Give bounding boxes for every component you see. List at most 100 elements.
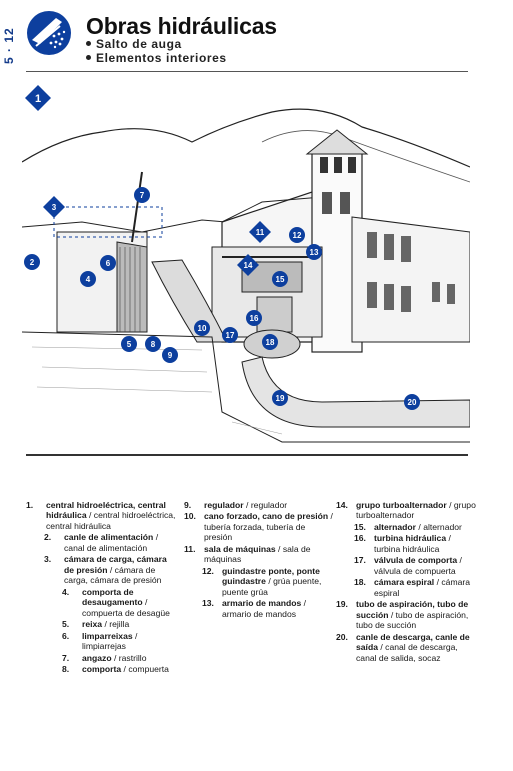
legend-translation: compuerta xyxy=(128,664,169,675)
legend-number: 4. xyxy=(62,586,70,597)
legend-number: 13. xyxy=(202,598,214,609)
marker-3: 3 xyxy=(43,196,65,218)
marker-4: 4 xyxy=(80,271,96,287)
legend-column-1: 1.central hidroeléctrica, central hidráu… xyxy=(26,500,176,676)
marker-8: 8 xyxy=(145,336,161,352)
legend-entry: 3.cámara de carga, cámara de presión / c… xyxy=(26,554,176,585)
legend-entry: 1.central hidroeléctrica, central hidráu… xyxy=(26,500,176,531)
legend-separator: / xyxy=(107,564,115,575)
legend-separator: / xyxy=(132,630,138,641)
marker-label: 4 xyxy=(86,275,91,284)
legend-entry: 20.canle de descarga, canle de saída / c… xyxy=(336,632,476,663)
legend-number: 8. xyxy=(62,664,70,675)
legend-term: grupo turboalternador xyxy=(356,500,447,510)
marker-2: 2 xyxy=(24,254,40,270)
legend-separator: / xyxy=(328,511,333,522)
legend-separator: / xyxy=(377,642,386,653)
legend-translation: grupo turboalternador xyxy=(356,500,476,521)
legend-term: alternador xyxy=(374,521,417,532)
legend-number: 2. xyxy=(44,532,52,543)
legend-number: 20. xyxy=(336,631,348,642)
legend-term: guindastre ponte, ponte guindastre xyxy=(222,565,320,587)
marker-label: 12 xyxy=(293,231,302,240)
marker-label: 15 xyxy=(276,275,285,284)
marker-label: 2 xyxy=(30,258,35,267)
legend-term: armario de mandos xyxy=(222,598,302,609)
subtitle-1: Salto de auga xyxy=(86,37,182,51)
legend-translation: válvula de compuerta xyxy=(374,565,456,576)
marker-label: 13 xyxy=(310,248,319,257)
page-title: Obras hidráulicas xyxy=(86,13,277,39)
marker-label: 19 xyxy=(276,394,285,403)
legend-separator: / xyxy=(457,555,462,566)
legend-number: 19. xyxy=(336,599,348,610)
legend-term: reixa xyxy=(82,619,103,630)
legend-translation: tubería forzada, tubería de presión xyxy=(204,521,306,543)
legend-translation: rastrillo xyxy=(118,652,147,663)
hydro-logo-icon xyxy=(27,11,71,55)
legend-separator: / xyxy=(111,652,119,663)
legend-term: cámara espiral xyxy=(374,577,435,588)
legend-entry: 17.válvula de comporta / válvula de comp… xyxy=(336,555,476,576)
legend-entry: 4.comporta de desaugamento / compuerta d… xyxy=(26,587,176,618)
legend-translation: sala de máquinas xyxy=(204,543,311,565)
marker-label: 5 xyxy=(127,340,132,349)
legend-separator: / xyxy=(102,619,110,630)
legend-separator: / xyxy=(153,532,159,543)
legend-term: canle de alimentación xyxy=(64,532,154,543)
legend-entry: 12.guindastre ponte, ponte guindastre / … xyxy=(184,566,334,597)
legend-term: tubo de aspiración, tubo de succión xyxy=(356,599,469,620)
marker-17: 17 xyxy=(222,327,238,343)
legend-entry: 6. limparreixas / limpiarrejas xyxy=(26,631,176,652)
marker-label: 16 xyxy=(250,314,259,323)
legend-number: 15. xyxy=(354,521,366,532)
legend-number: 12. xyxy=(202,565,214,576)
illustration-divider xyxy=(26,454,468,456)
legend-separator: / xyxy=(446,500,454,510)
marker-label: 10 xyxy=(198,324,207,333)
subtitle-2-text: Elementos interiores xyxy=(96,51,227,65)
legend-entry: 14.grupo turboalternador / grupo turboal… xyxy=(336,500,476,521)
legend-translation: compuerta de desagüe xyxy=(82,607,170,618)
legend-translation: cámara espiral xyxy=(374,577,471,598)
marker-19: 19 xyxy=(272,390,288,406)
legend-entry: 13.armario de mandos / armario de mandos xyxy=(184,598,334,619)
legend-translation: central hidroeléctrica, central hidráuli… xyxy=(46,510,176,531)
marker-label: 11 xyxy=(256,228,265,237)
marker-5: 5 xyxy=(121,336,137,352)
legend-separator: / xyxy=(416,521,424,532)
marker-label: 9 xyxy=(168,351,173,360)
legend-number: 3. xyxy=(44,554,52,565)
legend-translation: tubo de aspiración, tubo de succión xyxy=(356,609,469,631)
marker-9: 9 xyxy=(162,347,178,363)
legend-entry: 2. canle de alimentación / canal de alime… xyxy=(26,532,176,553)
marker-10: 10 xyxy=(194,320,210,336)
legend-term: limparreixas xyxy=(82,630,133,641)
marker-label: 6 xyxy=(106,259,111,268)
legend-translation: canal de alimentación xyxy=(64,542,148,553)
legend-separator: / xyxy=(388,609,396,620)
legend-entry: 16.turbina hidráulica / turbina hidráuli… xyxy=(336,533,476,554)
legend-entry: 8. comporta / compuerta xyxy=(26,664,176,674)
legend-number: 11. xyxy=(184,543,196,554)
legend-translation: armario de mandos xyxy=(222,608,297,619)
legend-column-3: 14.grupo turboalternador / grupo turboal… xyxy=(336,500,476,664)
legend-term: angazo xyxy=(82,652,112,663)
marker-15: 15 xyxy=(272,271,288,287)
legend-number: 9. xyxy=(184,500,192,510)
legend-term: comporta xyxy=(82,664,122,675)
legend-entry: 11.sala de máquinas / sala de máquinas xyxy=(184,544,334,565)
marker-18: 18 xyxy=(262,334,278,350)
legend-term: cámara de carga, cámara de presión xyxy=(64,554,167,575)
legend-number: 14. xyxy=(336,500,348,510)
legend-number: 16. xyxy=(354,533,366,544)
legend-entry: 19. tubo de aspiración, tubo de succión /… xyxy=(336,599,476,630)
legend-separator: / xyxy=(121,664,129,675)
marker-1-label: 1 xyxy=(35,93,41,105)
legend-number: 6. xyxy=(62,630,70,641)
legend-entry: 9.regulador / regulador xyxy=(184,500,334,510)
legend-term: regulador xyxy=(204,500,244,510)
legend-translation: turbina hidráulica xyxy=(374,543,440,554)
legend-translation: limpiarrejas xyxy=(82,641,126,652)
